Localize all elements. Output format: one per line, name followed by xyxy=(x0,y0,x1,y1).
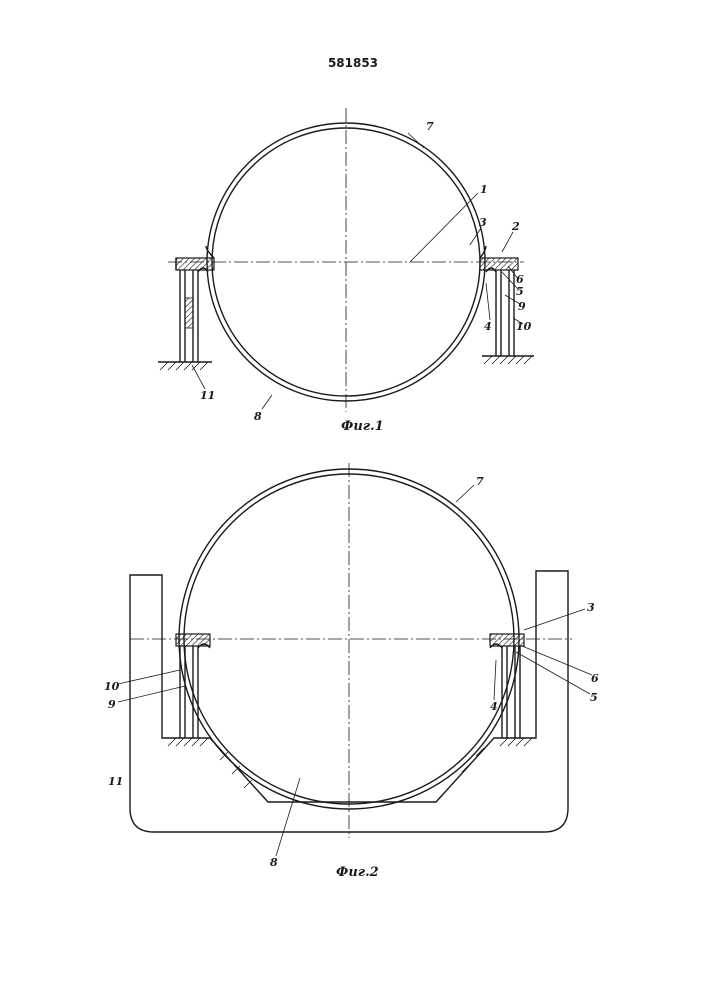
fig2-label-8: 8 xyxy=(270,856,278,869)
fig1-label-3: 3 xyxy=(479,216,487,229)
patent-number: 581853 xyxy=(328,56,378,70)
fig1-label-11: 11 xyxy=(200,389,215,402)
fig1-label-5: 5 xyxy=(516,285,524,298)
fig2-label-4: 4 xyxy=(490,700,498,713)
fig2-caption: Фиг.2 xyxy=(336,865,379,880)
fig1-label-7: 7 xyxy=(426,120,434,133)
fig2-label-5: 5 xyxy=(590,691,598,704)
figure-2: 7 3 6 5 4 10 9 11 8 Фиг.2 xyxy=(104,463,599,880)
fig2-label-9: 9 xyxy=(108,698,116,711)
fig2-label-11: 11 xyxy=(108,775,123,788)
fig1-label-8: 8 xyxy=(254,410,262,423)
fig1-left-support xyxy=(158,246,214,370)
fig1-caption: Фиг.1 xyxy=(341,419,384,434)
fig2-label-6: 6 xyxy=(591,672,599,685)
fig1-label-4: 4 xyxy=(484,320,492,333)
fig2-label-3: 3 xyxy=(587,601,595,614)
figure-1: 7 1 3 2 6 5 9 10 4 8 11 Фиг.1 xyxy=(158,108,534,434)
fig1-label-10: 10 xyxy=(516,320,532,333)
fig2-left-support xyxy=(168,634,252,788)
fig1-label-1: 1 xyxy=(480,183,488,196)
fig1-label-2: 2 xyxy=(511,220,520,233)
fig2-label-7: 7 xyxy=(476,475,484,488)
fig2-label-10: 10 xyxy=(104,680,120,693)
fig1-label-9: 9 xyxy=(518,300,526,313)
